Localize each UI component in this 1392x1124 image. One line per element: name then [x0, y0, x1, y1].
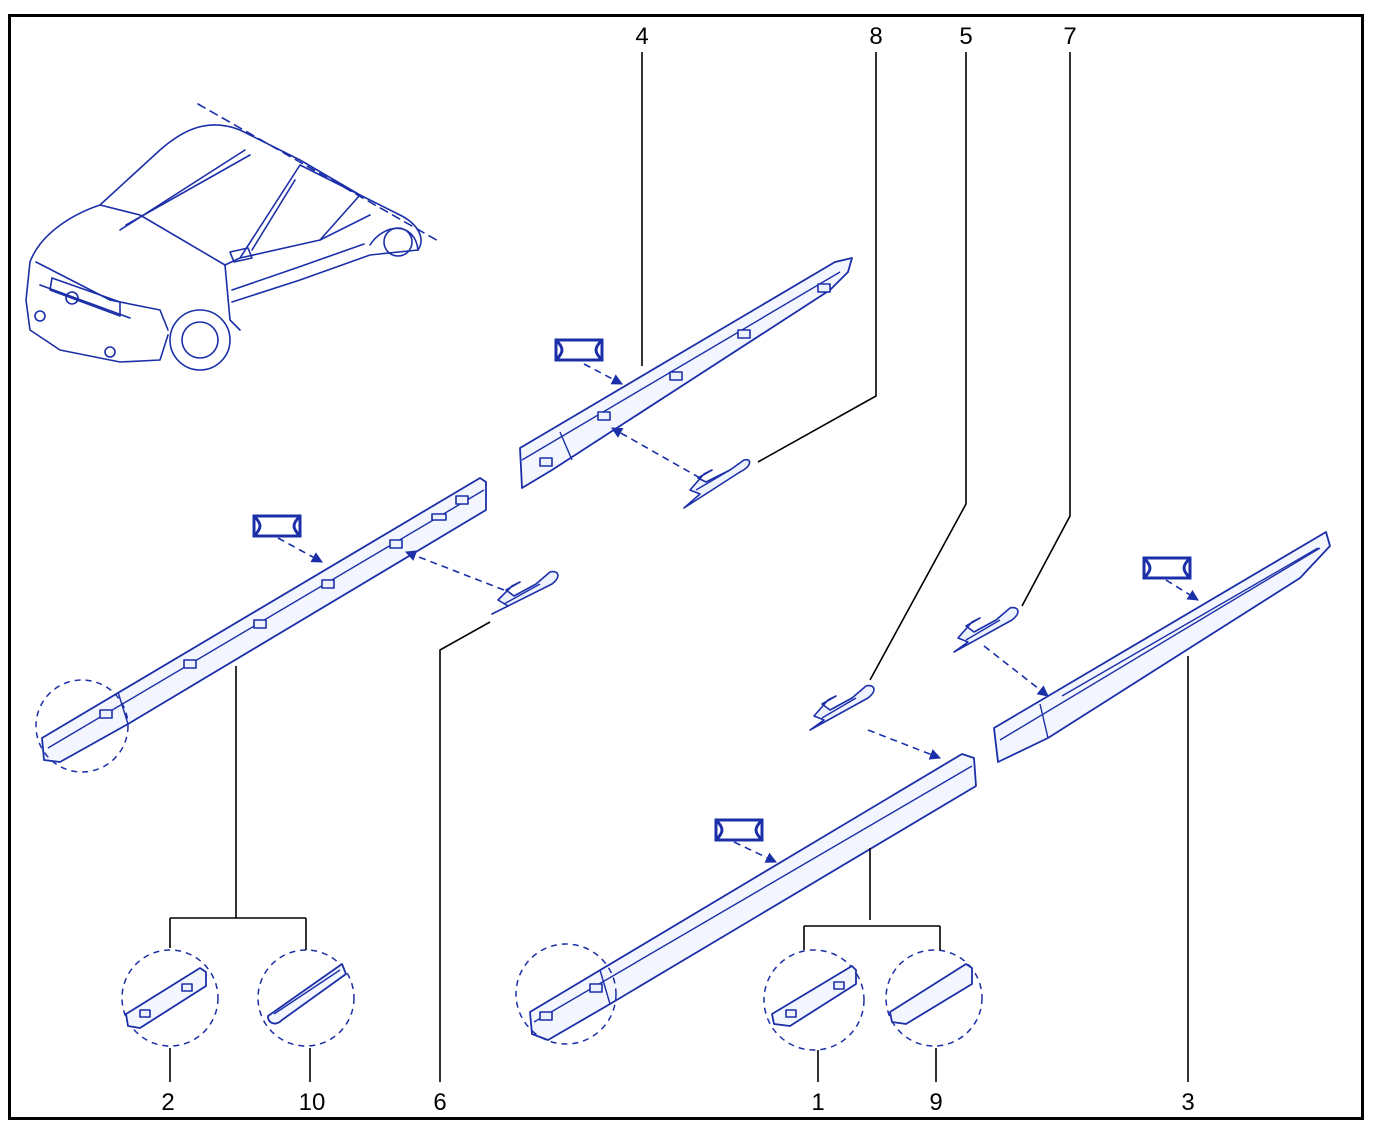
clip-part-6 — [491, 570, 559, 615]
adhesive-tape-icon — [252, 514, 302, 538]
detail-part-10 — [257, 949, 355, 1047]
detail-part-2 — [121, 949, 219, 1047]
callout-2: 2 — [161, 1089, 174, 1116]
callout-3: 3 — [1181, 1089, 1194, 1116]
detail-magnifier-icon — [35, 679, 129, 773]
fixing-points — [99, 495, 469, 719]
leader-lines — [169, 52, 1189, 1082]
adhesive-tape-icon — [714, 818, 764, 842]
adhesive-tape-icon — [1142, 556, 1192, 580]
callout-4: 4 — [635, 23, 648, 50]
callout-7: 7 — [1063, 23, 1076, 50]
callout-8: 8 — [869, 23, 882, 50]
molding-part-3 — [993, 531, 1331, 763]
callout-5: 5 — [959, 23, 972, 50]
clip-part-7 — [953, 606, 1019, 653]
molding-front-lower — [35, 477, 487, 773]
fixing-points — [539, 283, 831, 467]
adhesive-tape-icon — [554, 338, 604, 362]
detail-magnifier-icon — [515, 943, 617, 1045]
detail-part-1 — [763, 949, 865, 1051]
callout-1: 1 — [811, 1089, 824, 1116]
molding-part-4 — [519, 257, 853, 489]
detail-part-9 — [885, 949, 983, 1047]
clip-part-5 — [809, 684, 875, 731]
callout-9: 9 — [929, 1089, 942, 1116]
arrow-icon — [277, 363, 1199, 863]
callout-6: 6 — [433, 1089, 446, 1116]
callout-10: 10 — [299, 1089, 326, 1116]
clip-part-8 — [683, 458, 751, 509]
molding-part-rear-door — [515, 753, 977, 1045]
car-illustration-icon — [25, 103, 441, 371]
